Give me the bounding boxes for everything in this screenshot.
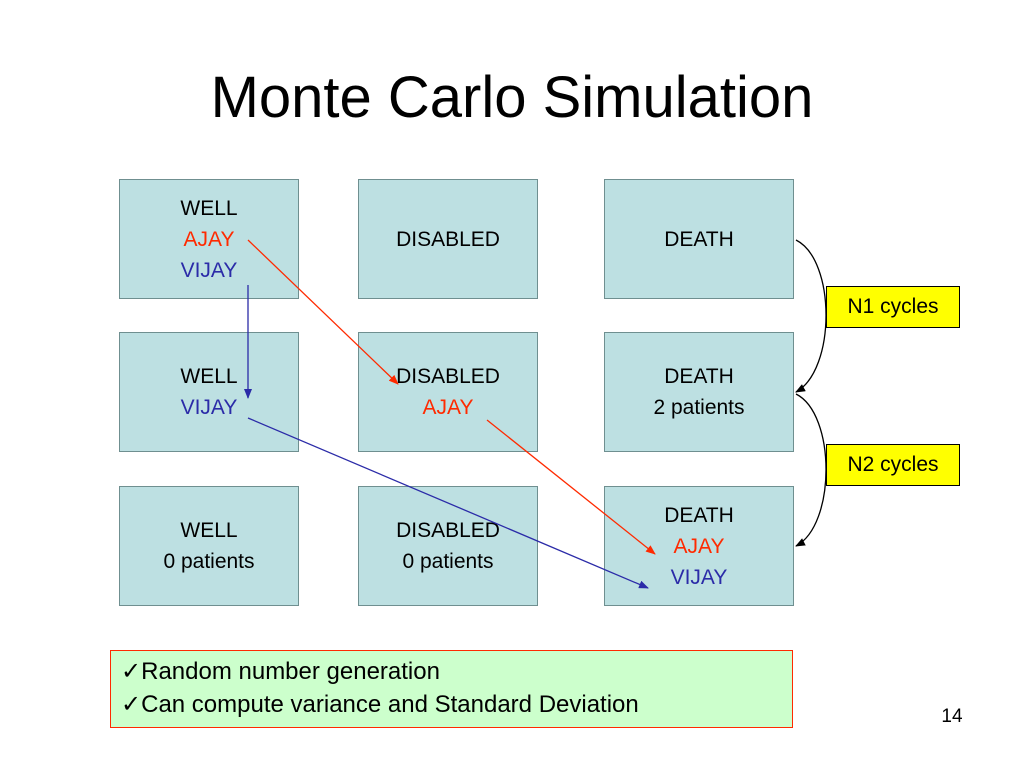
patient-vijay: VIJAY xyxy=(670,565,728,589)
page-number: 14 xyxy=(941,706,963,727)
note-item: ✓Random number generation xyxy=(121,655,792,688)
state-box-death-1: DEATH xyxy=(604,179,794,299)
state-label: DEATH xyxy=(664,503,734,527)
state-box-well-2: WELL VIJAY xyxy=(119,332,299,452)
patient-vijay: VIJAY xyxy=(180,258,238,282)
patient-count: 0 patients xyxy=(163,550,255,573)
cycle-label-n1: N1 cycles xyxy=(826,286,960,328)
state-label: WELL xyxy=(180,365,238,388)
patient-ajay: AJAY xyxy=(183,227,235,251)
patient-ajay: AJAY xyxy=(673,534,725,558)
cycle-label-n2: N2 cycles xyxy=(826,444,960,486)
checkmark-icon: ✓ xyxy=(121,691,142,718)
state-label: WELL xyxy=(180,519,238,542)
arrow-death-cycle-n2 xyxy=(795,393,827,547)
state-label: DEATH xyxy=(664,365,734,388)
state-box-well-3: WELL 0 patients xyxy=(119,486,299,606)
state-box-death-3: DEATH AJAY VIJAY xyxy=(604,486,794,606)
state-box-death-2: DEATH 2 patients xyxy=(604,332,794,452)
state-box-well-1: WELL AJAY VIJAY xyxy=(119,179,299,299)
state-label: DISABLED xyxy=(396,519,500,542)
patient-vijay: VIJAY xyxy=(180,396,238,419)
checkmark-icon: ✓ xyxy=(121,658,142,685)
note-text: Can compute variance and Standard Deviat… xyxy=(141,691,639,718)
state-label: DISABLED xyxy=(396,365,500,388)
arrow-death-cycle-n1 xyxy=(795,239,827,393)
patient-ajay: AJAY xyxy=(422,396,474,419)
patient-count: 0 patients xyxy=(402,550,494,573)
state-box-disabled-1: DISABLED xyxy=(358,179,538,299)
state-label: DEATH xyxy=(664,227,734,251)
state-box-disabled-2: DISABLED AJAY xyxy=(358,332,538,452)
state-box-disabled-3: DISABLED 0 patients xyxy=(358,486,538,606)
patient-count: 2 patients xyxy=(653,396,745,419)
state-label: WELL xyxy=(180,196,238,220)
state-label: DISABLED xyxy=(396,227,500,251)
note-text: Random number generation xyxy=(141,658,440,685)
note-item: ✓Can compute variance and Standard Devia… xyxy=(121,688,792,721)
slide-title: Monte Carlo Simulation xyxy=(210,65,814,130)
notes-box: ✓Random number generation ✓Can compute v… xyxy=(110,650,793,728)
